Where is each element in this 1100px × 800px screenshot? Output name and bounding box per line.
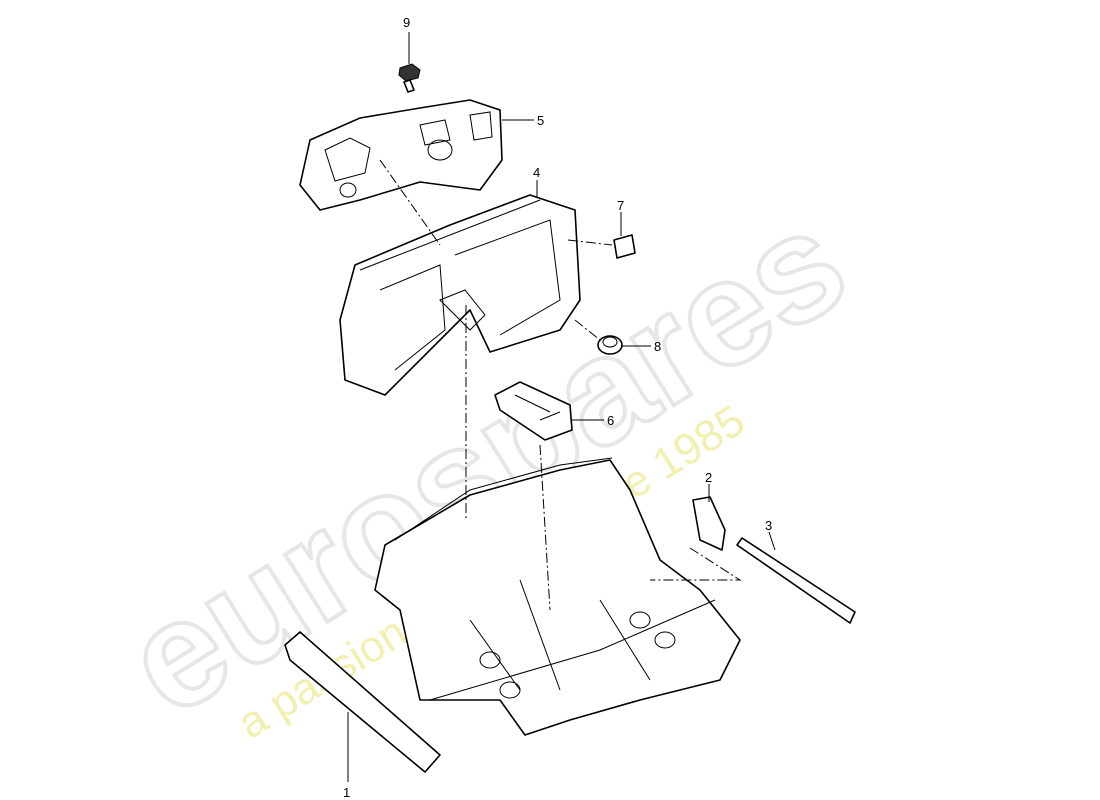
assembly-lines xyxy=(379,159,742,611)
part-7-clip xyxy=(613,234,636,259)
callout-4: 4 xyxy=(533,165,540,180)
callout-1: 1 xyxy=(343,785,350,800)
part-3-strip xyxy=(736,537,856,624)
callout-6: 6 xyxy=(607,413,614,428)
part-5-insulation-panel xyxy=(299,99,503,211)
callout-7: 7 xyxy=(617,198,624,213)
callout-8: 8 xyxy=(654,339,661,354)
part-4-bulkhead xyxy=(339,194,581,396)
leader-lines xyxy=(347,32,776,782)
part-6-bracket xyxy=(494,381,573,441)
callout-2: 2 xyxy=(705,470,712,485)
part-8-plug xyxy=(597,335,623,355)
callout-5: 5 xyxy=(537,113,544,128)
callout-9: 9 xyxy=(403,15,410,30)
part-1-insulation-strip xyxy=(284,631,441,773)
floor-pan-body xyxy=(374,457,741,736)
part-9-bolt xyxy=(398,63,421,93)
part-2-pad xyxy=(692,496,726,551)
callout-3: 3 xyxy=(765,518,772,533)
